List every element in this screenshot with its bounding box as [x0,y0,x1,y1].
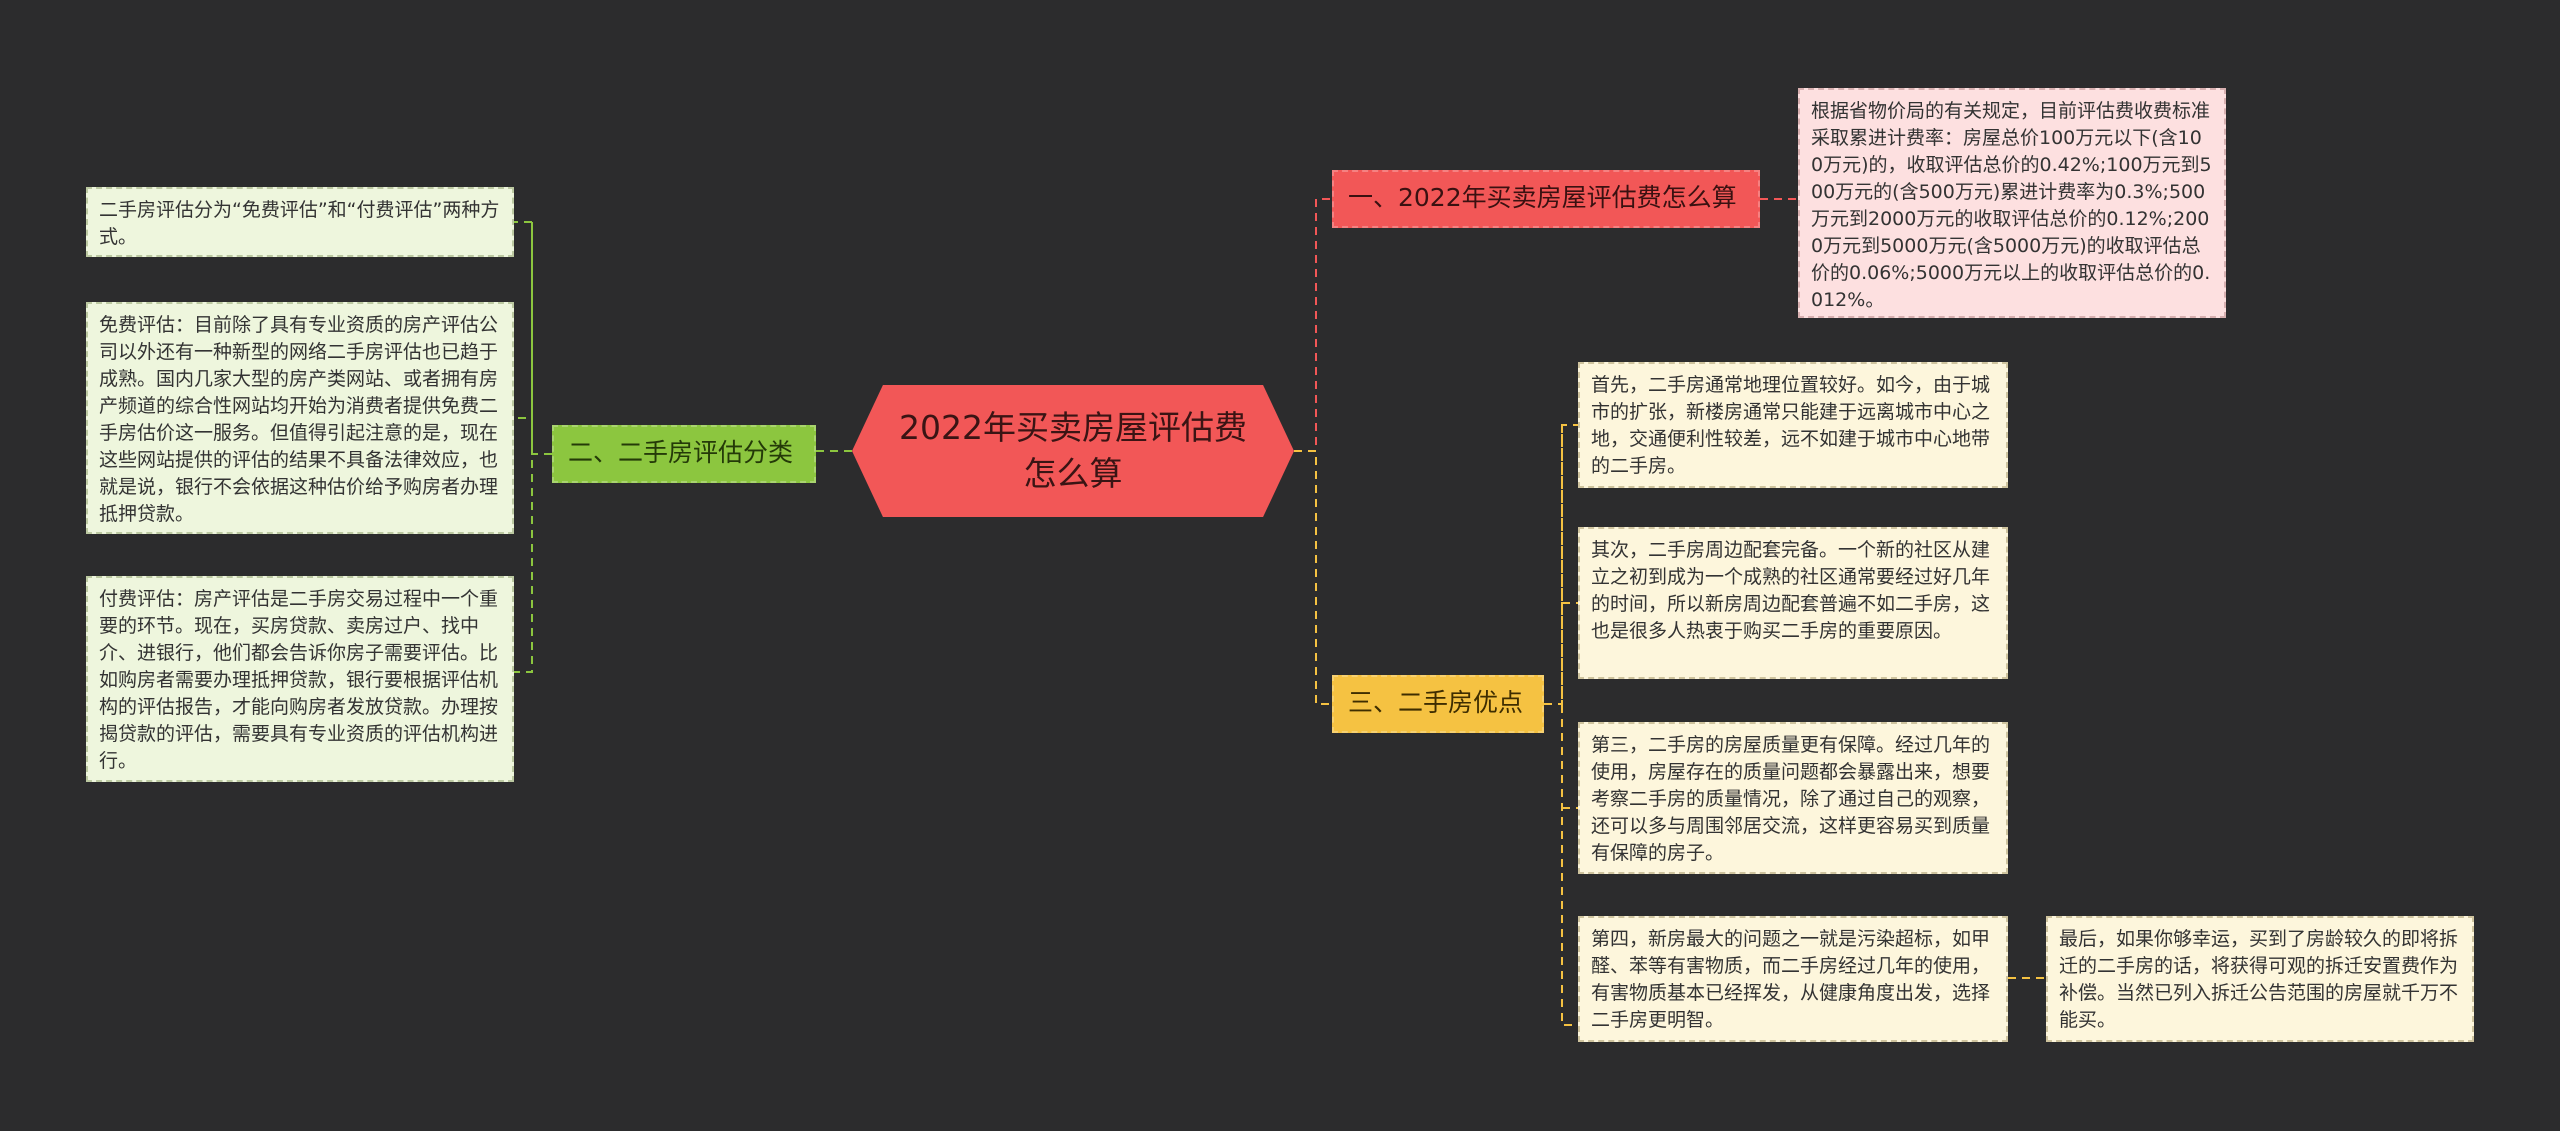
branch-types[interactable]: 二、二手房评估分类 [552,425,816,483]
link-advantages-to-leaves [1544,424,1578,1026]
leaf-adv-second[interactable]: 其次，二手房周边配套完备。一个新的社区从建立之初到成为一个成熟的社区通常要经过好… [1578,527,2008,679]
leaf-free-eval[interactable]: 免费评估：目前除了具有专业资质的房产评估公司以外还有一种新型的网络二手房评估也已… [86,302,514,534]
leaf-adv-first[interactable]: 首先，二手房通常地理位置较好。如今，由于城市的扩张，新楼房通常只能建于远离城市中… [1578,362,2008,488]
leaf-free-eval-text: 免费评估：目前除了具有专业资质的房产评估公司以外还有一种新型的网络二手房评估也已… [99,314,499,525]
leaf-paid-eval[interactable]: 付费评估：房产评估是二手房交易过程中一个重要的环节。现在，买房贷款、卖房过户、找… [86,576,514,782]
branch-advantages-label: 三、二手房优点 [1348,688,1524,717]
central-topic-label: 2022年买卖房屋评估费怎么算 [899,408,1247,493]
leaf-adv-second-text: 其次，二手房周边配套完备。一个新的社区从建立之初到成为一个成熟的社区通常要经过好… [1591,539,1991,642]
leaf-paid-eval-text: 付费评估：房产评估是二手房交易过程中一个重要的环节。现在，买房贷款、卖房过户、找… [99,588,499,772]
leaf-adv-last[interactable]: 最后，如果你够幸运，买到了房龄较久的即将拆迁的二手房的话，将获得可观的拆迁安置费… [2046,916,2474,1042]
leaf-adv-fourth-text: 第四，新房最大的问题之一就是污染超标，如甲醛、苯等有害物质，而二手房经过几年的使… [1591,928,1991,1031]
leaf-price-rule-text: 根据省物价局的有关规定，目前评估费收费标准采取累进计费率：房屋总价100万元以下… [1811,100,2212,311]
central-topic[interactable]: 2022年买卖房屋评估费怎么算 [852,385,1294,517]
leaf-types-intro[interactable]: 二手房评估分为“免费评估”和“付费评估”两种方式。 [86,187,514,257]
leaf-adv-fourth[interactable]: 第四，新房最大的问题之一就是污染超标，如甲醛、苯等有害物质，而二手房经过几年的使… [1578,916,2008,1042]
branch-price-label: 一、2022年买卖房屋评估费怎么算 [1348,183,1737,212]
leaf-adv-last-text: 最后，如果你够幸运，买到了房龄较久的即将拆迁的二手房的话，将获得可观的拆迁安置费… [2059,928,2459,1031]
leaf-adv-third-text: 第三，二手房的房屋质量更有保障。经过几年的使用，房屋存在的质量问题都会暴露出来，… [1591,734,1991,864]
branch-advantages[interactable]: 三、二手房优点 [1332,675,1544,733]
leaf-price-rule[interactable]: 根据省物价局的有关规定，目前评估费收费标准采取累进计费率：房屋总价100万元以下… [1798,88,2226,318]
leaf-types-intro-text: 二手房评估分为“免费评估”和“付费评估”两种方式。 [99,199,500,248]
link-types-to-leaves [514,221,552,673]
leaf-adv-third[interactable]: 第三，二手房的房屋质量更有保障。经过几年的使用，房屋存在的质量问题都会暴露出来，… [1578,722,2008,874]
link-center-to-price [1294,198,1332,452]
link-center-to-advantages [1294,450,1332,705]
branch-types-label: 二、二手房评估分类 [568,438,794,467]
leaf-adv-first-text: 首先，二手房通常地理位置较好。如今，由于城市的扩张，新楼房通常只能建于远离城市中… [1591,374,1991,477]
branch-price[interactable]: 一、2022年买卖房屋评估费怎么算 [1332,170,1760,228]
